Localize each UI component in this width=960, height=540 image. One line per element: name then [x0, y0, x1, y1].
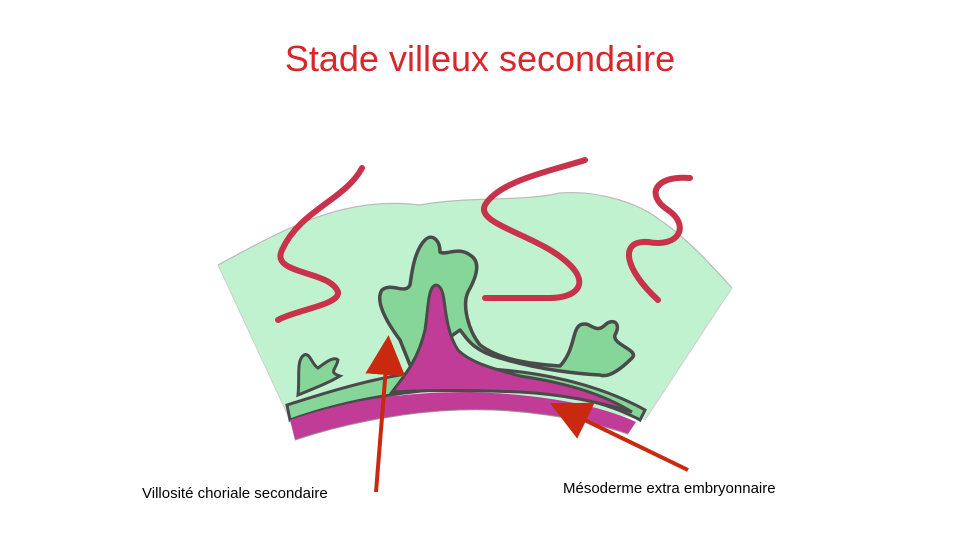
villus-bud-left — [296, 353, 344, 398]
maternal-vessels — [275, 157, 693, 323]
villus-mesoderm-core — [388, 283, 633, 414]
tissue-left-edge — [217, 264, 291, 421]
label-villosite-choriale: Villosité choriale secondaire — [142, 485, 328, 502]
mesoderm-layer — [290, 392, 636, 440]
vessel-right — [626, 174, 693, 303]
arrow-villosite — [365, 335, 406, 493]
vessel-middle — [481, 157, 588, 301]
vessel-left — [275, 165, 365, 323]
arrow-mesoderme — [549, 402, 689, 472]
label-mesoderme-extra-embryonnaire: Mésoderme extra embryonnaire — [563, 480, 776, 497]
tissue-right-edge — [644, 287, 733, 421]
tissue-top-edge — [217, 191, 733, 289]
slide-title: Stade villeux secondaire — [284, 38, 676, 79]
